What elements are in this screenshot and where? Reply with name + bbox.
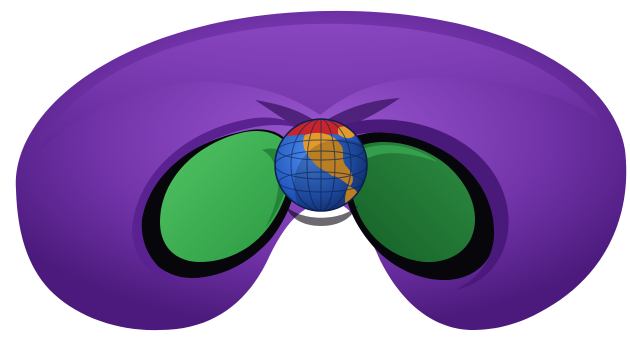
- radiation-belts-illustration: [0, 0, 630, 339]
- radiation-belts-diagram: [0, 0, 630, 339]
